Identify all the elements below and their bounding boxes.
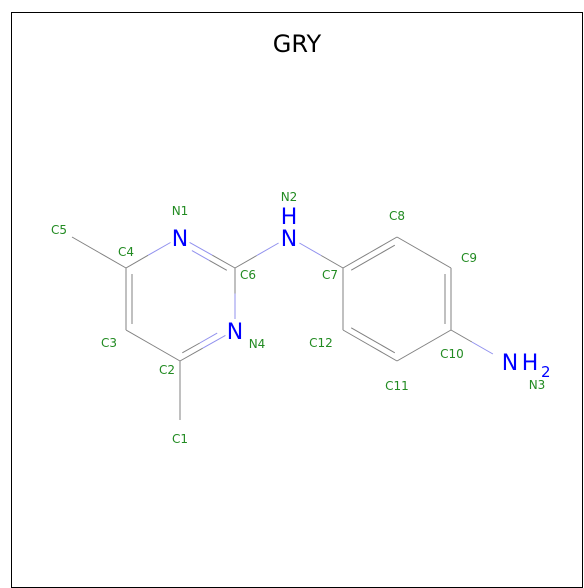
atom-label-c4: C4 (118, 245, 134, 259)
atom-label-c10: C10 (440, 347, 464, 361)
bond-c7-c8-inner-a (350, 257, 374, 271)
bond-n4-c2-inner-b (182, 342, 201, 354)
bond-c11-c12-inner-a (372, 339, 396, 354)
atom-label-c11: C11 (385, 379, 409, 393)
atom-label-c1: C1 (172, 432, 188, 446)
bond-c5-c4-b (98, 252, 127, 269)
bond-c4-n1-a (125, 254, 149, 269)
element-symbols: N N N H N H 2 (172, 205, 551, 381)
atom-label-n2: N2 (281, 190, 298, 204)
bond-c11-c12-inner-b (350, 327, 374, 341)
bond-c6-n2-a (234, 255, 258, 269)
atom-label-c8: C8 (389, 209, 405, 223)
atom-symbol-n1: N (172, 227, 188, 252)
bond-layer (71, 236, 494, 420)
atom-label-n1: N1 (172, 204, 189, 218)
bond-c5-c4-a (71, 236, 100, 253)
bond-n4-c2-b (179, 347, 203, 362)
atom-label-c7: C7 (322, 268, 338, 282)
atom-hydrogen-n3: H (522, 351, 539, 376)
atom-label-c2: C2 (159, 363, 175, 377)
atom-labels: N1 N2 N3 N4 C1 C2 C3 C4 C5 C6 C7 C8 C9 C… (51, 190, 545, 446)
bond-n4-c2-a (202, 334, 226, 349)
atom-label-n4: N4 (249, 337, 266, 351)
atom-hcount-n3: 2 (541, 363, 551, 381)
bond-c11-c12-b (342, 329, 371, 346)
bond-c8-c9-a (396, 236, 425, 253)
atom-hydrogen-n2: H (281, 205, 298, 230)
bond-c7-c8-b (369, 236, 398, 253)
atom-symbol-n4: N (227, 320, 243, 345)
bond-n1-c6-a (189, 241, 213, 256)
atom-label-c5: C5 (51, 223, 67, 237)
bond-c7-c8-inner-b (372, 244, 396, 259)
bond-n4-c2-inner-a (199, 332, 218, 344)
diagram-frame (11, 12, 583, 588)
bond-c10-c11-a (423, 329, 452, 346)
bond-c11-c12-a (369, 345, 398, 362)
bond-c2-c3-b (125, 329, 154, 346)
bond-n2-c7-b (320, 255, 344, 269)
atom-label-c9: C9 (461, 251, 477, 265)
bond-c10-c11-b (396, 345, 425, 362)
bond-c7-c8-a (342, 252, 371, 269)
bond-c4-n1-b (147, 242, 171, 256)
atom-label-c3: C3 (101, 336, 117, 350)
bond-c6-n2-b (256, 242, 279, 256)
bond-c10-n3-b (471, 341, 494, 355)
bond-n2-c7-a (299, 242, 322, 256)
atom-symbol-n2: N (281, 227, 297, 252)
bond-c10-n3-a (450, 329, 473, 343)
bond-n1-c6-inner-b (209, 259, 228, 271)
atom-label-c12: C12 (309, 336, 333, 350)
bond-n1-c6-inner-a (191, 250, 210, 261)
atom-label-c6: C6 (240, 268, 256, 282)
bond-c8-c9-b (423, 252, 452, 269)
bond-n1-c6-b (212, 254, 236, 269)
atom-label-n3: N3 (529, 378, 546, 392)
atom-symbol-n3: N (502, 351, 518, 376)
diagram-title: GRY (273, 30, 322, 58)
bond-c2-c3-a (152, 345, 181, 362)
